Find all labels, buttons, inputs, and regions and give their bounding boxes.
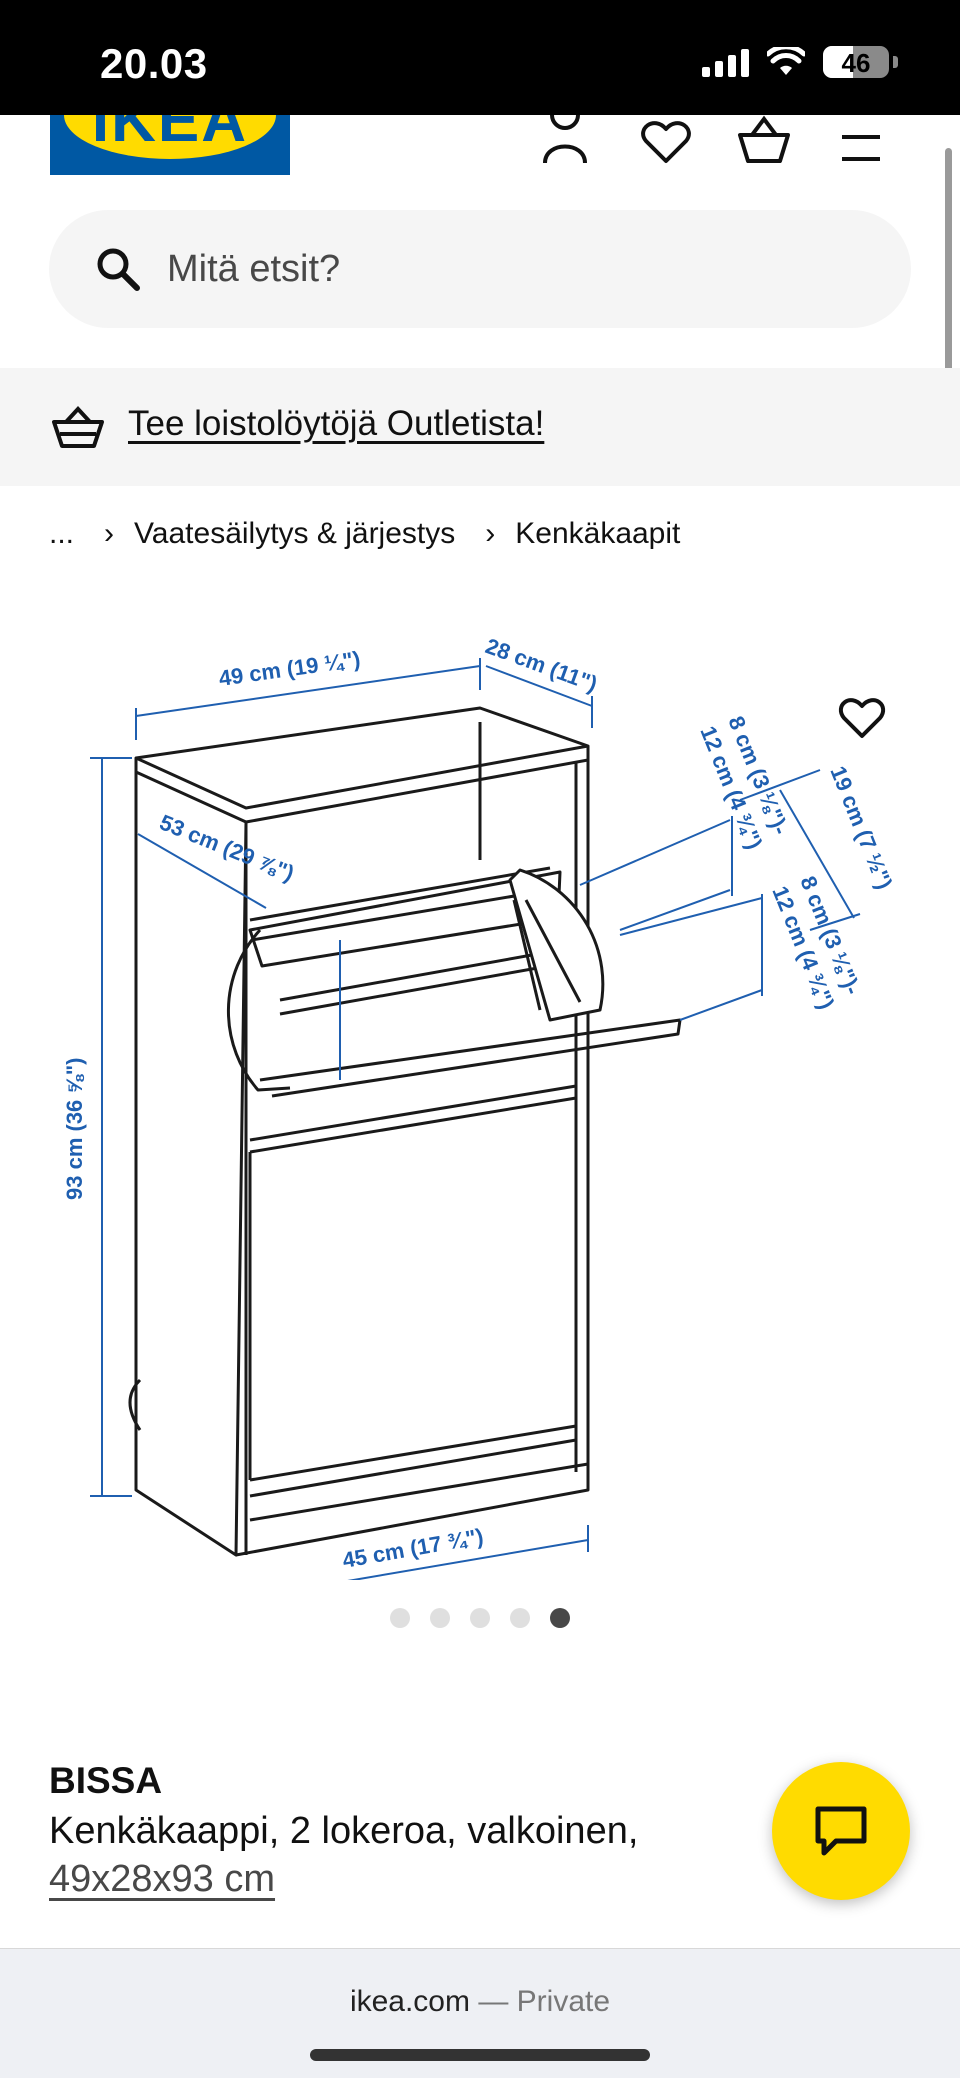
cellular-signal-icon — [702, 47, 749, 77]
breadcrumb-ellipsis[interactable]: ... — [49, 517, 75, 550]
favourite-heart-icon[interactable] — [836, 690, 888, 742]
status-bar: 20.03 46 — [0, 0, 960, 115]
chevron-right-icon: › — [104, 517, 115, 550]
heart-icon[interactable] — [640, 115, 692, 165]
status-time: 20.03 — [100, 40, 208, 87]
dimension-inner-depth-label: 53 cm (29 ⅞") — [156, 809, 298, 886]
breadcrumb-item-shoe-cabinets[interactable]: Kenkäkaapit — [515, 517, 681, 550]
basket-icon[interactable] — [736, 115, 792, 165]
battery-icon: 46 — [823, 46, 889, 78]
browser-bottom-bar: ikea.com — Private — [0, 1948, 960, 2078]
chat-button[interactable] — [772, 1762, 910, 1900]
site-header: IKEA — [0, 115, 960, 175]
home-indicator[interactable] — [310, 2049, 650, 2061]
product-description: Kenkäkaappi, 2 lokeroa, valkoinen, — [49, 1810, 639, 1852]
product-size-link[interactable]: 49x28x93 cm — [49, 1858, 276, 1900]
dimension-width-label: 49 cm (19 ¼") — [217, 646, 362, 691]
image-pagination — [0, 1608, 960, 1628]
search-icon — [97, 248, 140, 291]
battery-level: 46 — [841, 48, 871, 78]
logo-text: IKEA — [91, 115, 249, 155]
product-name: BISSA — [49, 1760, 163, 1801]
pagination-dot[interactable] — [470, 1608, 490, 1628]
breadcrumb-item-wardrobe[interactable]: Vaatesäilytys & järjestys — [134, 517, 456, 550]
ikea-logo[interactable]: IKEA — [50, 115, 290, 175]
chevron-right-icon: › — [485, 517, 496, 550]
wifi-icon — [767, 47, 805, 75]
product-dimension-image[interactable]: 49 cm (19 ¼") 28 cm (11") 93 cm (36 ⅝") … — [40, 600, 920, 1580]
menu-icon[interactable] — [840, 115, 882, 165]
pagination-dot[interactable] — [510, 1608, 530, 1628]
battery-tip — [893, 56, 898, 68]
user-icon[interactable] — [540, 115, 590, 165]
browser-private-label: — Private — [478, 1985, 611, 2018]
outlet-basket-icon — [52, 406, 104, 448]
breadcrumb: ... › Vaatesäilytys & järjestys › Kenkäk… — [49, 517, 680, 551]
chat-icon — [815, 1806, 867, 1856]
search-bar[interactable] — [49, 210, 911, 328]
browser-url[interactable]: ikea.com — Private — [0, 1985, 960, 2019]
browser-domain: ikea.com — [349, 1985, 470, 2018]
pagination-dot[interactable] — [430, 1608, 450, 1628]
pagination-dot[interactable] — [550, 1608, 570, 1628]
pagination-dot[interactable] — [390, 1608, 410, 1628]
outlet-banner: Tee loistolöytöjä Outletista! — [0, 368, 960, 486]
page-scrollbar[interactable] — [945, 148, 952, 373]
dimension-height-label: 93 cm (36 ⅝") — [62, 1057, 87, 1200]
outlet-link[interactable]: Tee loistolöytöjä Outletista! — [128, 404, 545, 443]
search-input[interactable] — [167, 238, 867, 300]
status-icons: 46 — [702, 46, 898, 78]
dimension-open-height-label: 19 cm (7 ½") — [825, 763, 897, 893]
